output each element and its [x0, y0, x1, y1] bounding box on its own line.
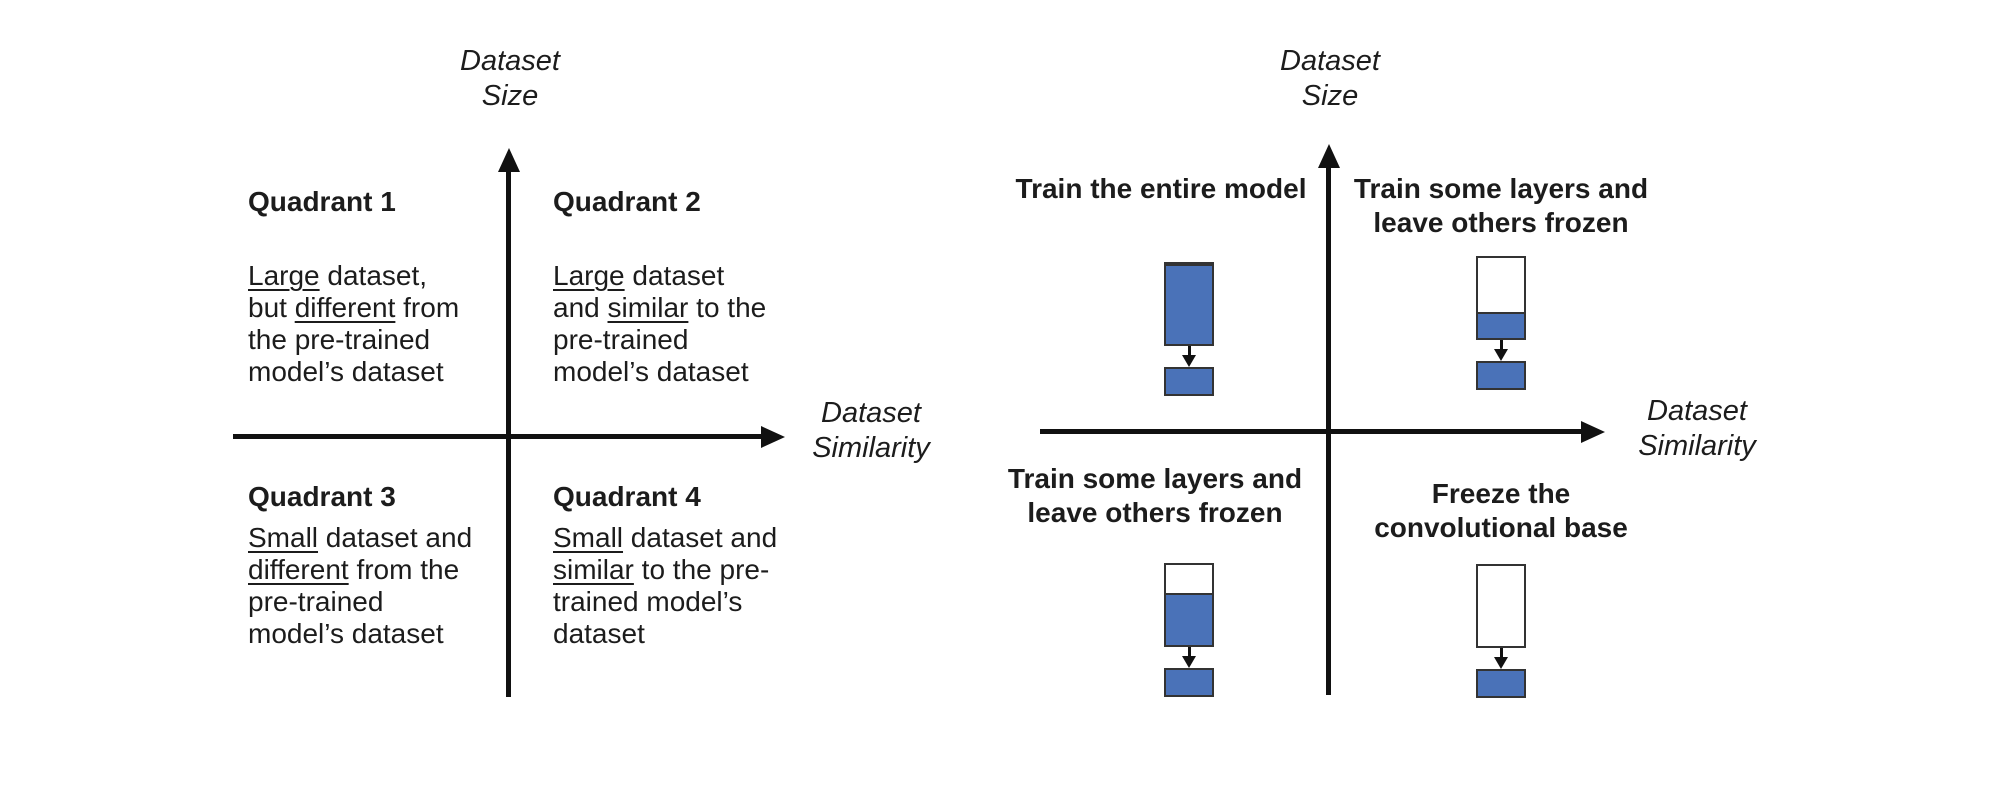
quadrant-3-line: different from the [248, 554, 460, 585]
conv-base-rect [1476, 564, 1526, 648]
right-y-axis-line [1326, 162, 1331, 695]
quadrant-1-line: but different from [248, 292, 460, 323]
right-y-axis-label: Dataset Size [1280, 45, 1380, 112]
quadrant-4-line: dataset [553, 618, 645, 649]
quadrant-4-line: Small dataset and [553, 522, 778, 553]
quadrant-1-heading: Quadrant 1 [248, 186, 396, 217]
classifier-rect [1476, 669, 1526, 698]
classifier-rect [1476, 361, 1526, 390]
conv-base-rect [1476, 256, 1526, 340]
right-x-axis-line [1040, 429, 1583, 434]
down-arrow-icon [1494, 340, 1508, 361]
trained-layers-fill [1166, 593, 1212, 645]
classifier-rect [1164, 668, 1214, 697]
conv-base-rect [1164, 262, 1214, 346]
quadrant-4-description: Small dataset and similar to the pre- tr… [553, 522, 777, 650]
model-stack-glyph [1164, 262, 1214, 396]
quadrant-3-line: Small dataset and [248, 522, 473, 553]
quadrant-4-heading: Quadrant 4 [553, 481, 701, 512]
model-stack-glyph [1476, 256, 1526, 390]
conv-base-rect [1164, 563, 1214, 647]
model-stack-glyph [1476, 564, 1526, 698]
quadrant-2-line: and similar to the [553, 292, 767, 323]
quadrant-2-heading: Quadrant 2 [553, 186, 701, 217]
left-y-axis-arrow-icon [498, 148, 520, 172]
quadrant-2-line: model’s dataset [553, 356, 749, 387]
down-arrow-icon [1182, 346, 1196, 367]
right-y-axis-arrow-icon [1318, 144, 1340, 168]
quadrant-3-line: pre-trained [248, 586, 384, 617]
quadrant-2-description: Large dataset and similar to the pre-tra… [553, 260, 766, 388]
quadrant-4-line: similar to the pre- [553, 554, 770, 585]
quadrant-2-line: pre-trained [553, 324, 689, 355]
left-y-axis-line [506, 166, 511, 697]
right-x-axis-arrow-icon [1581, 421, 1605, 443]
quadrant-4-line: trained model’s [553, 586, 743, 617]
left-x-axis-arrow-icon [761, 426, 785, 448]
model-stack-glyph [1164, 563, 1214, 697]
strategy-label: Freeze the convolutional base [1374, 478, 1628, 543]
quadrant-2-line: Large dataset [553, 260, 725, 291]
strategy-label: Train some layers and leave others froze… [1353, 173, 1649, 238]
quadrant-1-line: the pre-trained [248, 324, 431, 355]
quadrant-3-heading: Quadrant 3 [248, 481, 396, 512]
trained-layers-fill [1478, 312, 1524, 338]
left-x-axis-label: Dataset Similarity [812, 397, 930, 464]
quadrant-3-description: Small dataset and different from the pre… [248, 522, 472, 650]
quadrant-3-line: model’s dataset [248, 618, 444, 649]
strategy-label: Train the entire model [1015, 173, 1307, 204]
quadrant-1-description: Large dataset, but different from the pr… [248, 260, 459, 388]
trained-layers-fill [1166, 264, 1212, 344]
classifier-rect [1164, 367, 1214, 396]
strategy-label: Train some layers and leave others froze… [1007, 463, 1303, 528]
quadrant-1-line: Large dataset, [248, 260, 428, 291]
right-x-axis-label: Dataset Similarity [1638, 395, 1756, 462]
down-arrow-icon [1182, 647, 1196, 668]
left-x-axis-line [233, 434, 763, 439]
quadrant-1-line: model’s dataset [248, 356, 444, 387]
down-arrow-icon [1494, 648, 1508, 669]
left-y-axis-label: Dataset Size [460, 45, 560, 112]
